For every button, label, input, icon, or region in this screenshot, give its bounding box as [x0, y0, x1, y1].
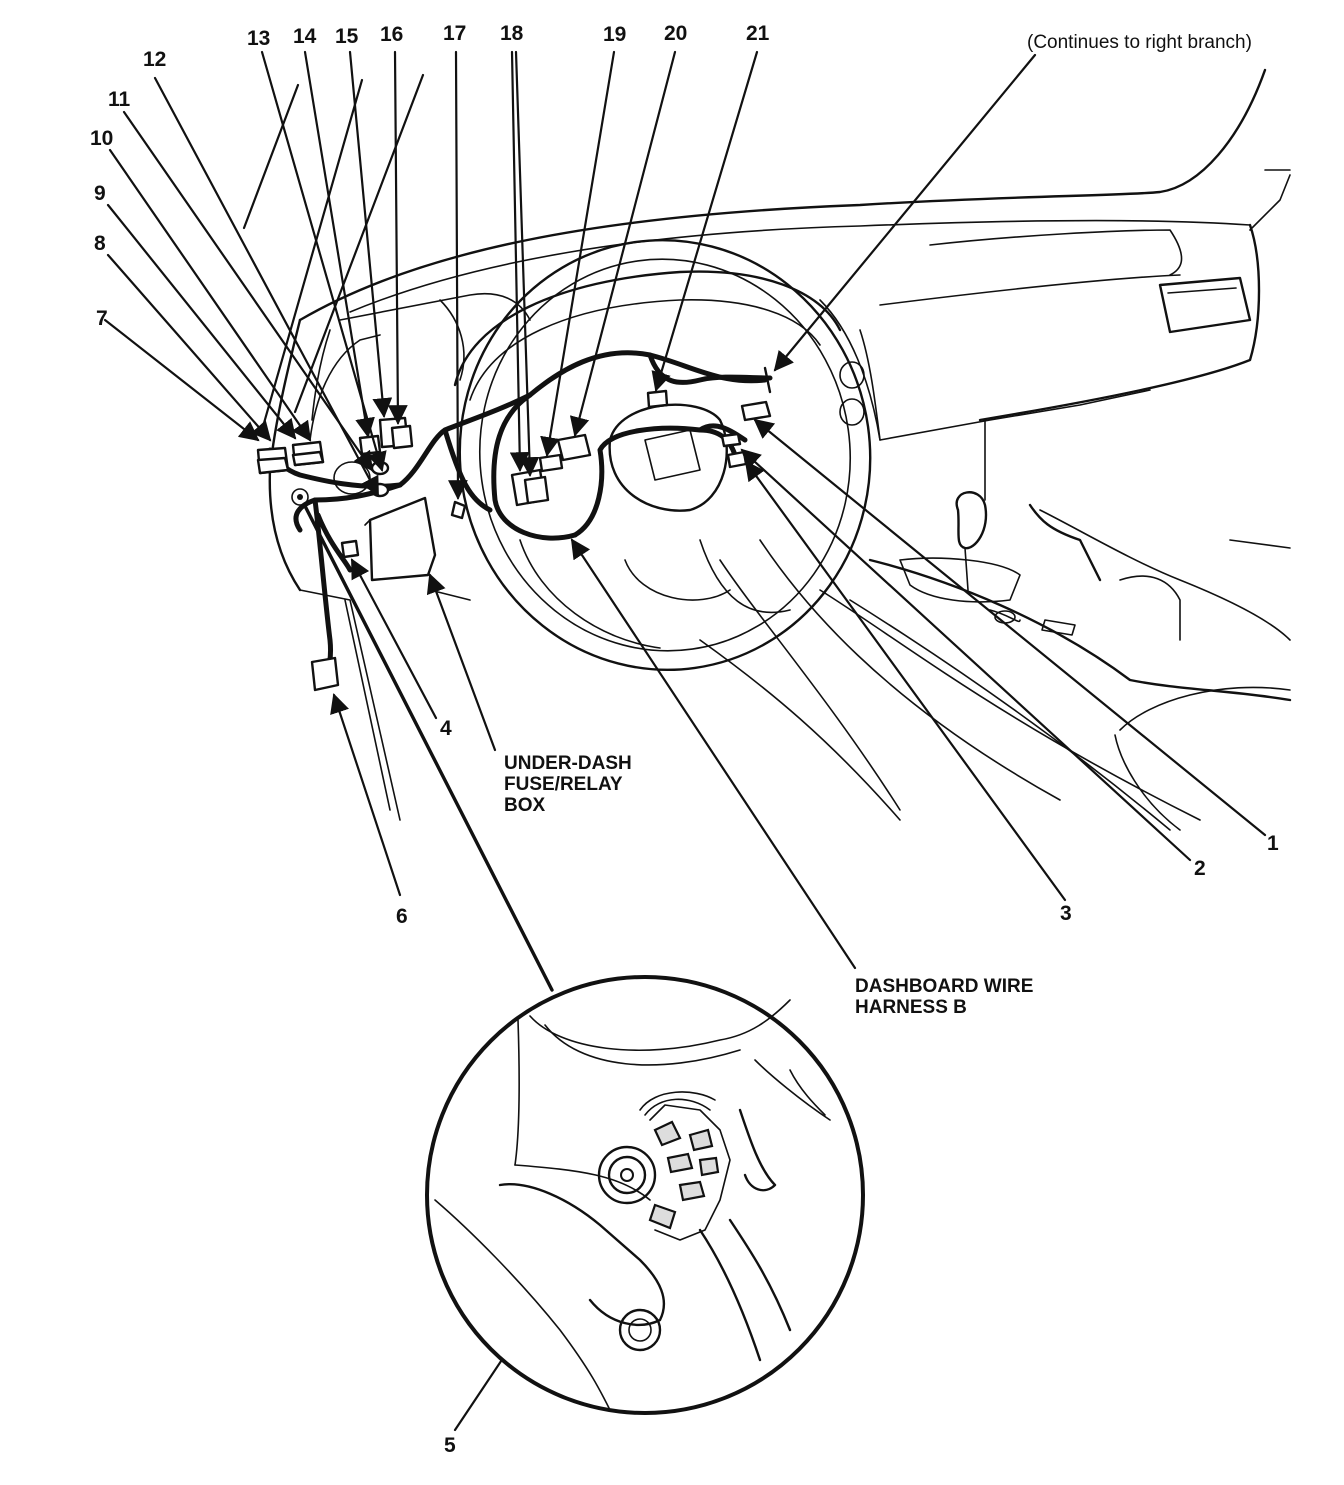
callout-20: 20 — [664, 22, 687, 45]
callout-13: 13 — [247, 27, 270, 50]
svg-text:HARNESS B: HARNESS B — [855, 997, 967, 1018]
harness-label: DASHBOARD WIRE HARNESS B — [855, 976, 1033, 1018]
callout-15: 15 — [335, 25, 359, 48]
callout-19: 19 — [603, 23, 626, 46]
callout-2: 2 — [1194, 857, 1206, 880]
wire-harness — [267, 350, 773, 683]
callout-10: 10 — [90, 127, 113, 150]
dashboard-outline — [268, 68, 1292, 831]
callout-labels: 1 2 3 4 5 6 7 8 9 10 11 12 13 14 15 16 1… — [90, 22, 1279, 1457]
callout-11: 11 — [108, 88, 131, 111]
callout-4: 4 — [440, 717, 452, 740]
fuse-box-label: UNDER-DASH FUSE/RELAY BOX — [504, 753, 632, 816]
callout-8: 8 — [94, 232, 106, 255]
callout-9: 9 — [94, 182, 106, 205]
connectors — [256, 389, 772, 692]
svg-text:FUSE/RELAY: FUSE/RELAY — [504, 774, 623, 795]
detail-inset — [425, 975, 865, 1415]
callout-17: 17 — [443, 22, 466, 45]
fuse-relay-box — [368, 496, 437, 582]
callout-7: 7 — [96, 307, 108, 330]
callout-12: 12 — [143, 48, 166, 71]
callout-21: 21 — [746, 22, 770, 45]
svg-text:UNDER-DASH: UNDER-DASH — [504, 753, 632, 774]
leader-lines — [103, 50, 1267, 1432]
callout-16: 16 — [380, 23, 403, 46]
callout-1: 1 — [1267, 832, 1279, 855]
callout-5: 5 — [444, 1434, 456, 1457]
svg-text:BOX: BOX — [504, 795, 546, 816]
callout-6: 6 — [396, 905, 408, 928]
svg-text:DASHBOARD WIRE: DASHBOARD WIRE — [855, 976, 1033, 997]
callout-3: 3 — [1060, 902, 1072, 925]
continues-note: (Continues to right branch) — [1027, 32, 1252, 53]
callout-14: 14 — [293, 25, 317, 48]
callout-18: 18 — [500, 22, 524, 45]
